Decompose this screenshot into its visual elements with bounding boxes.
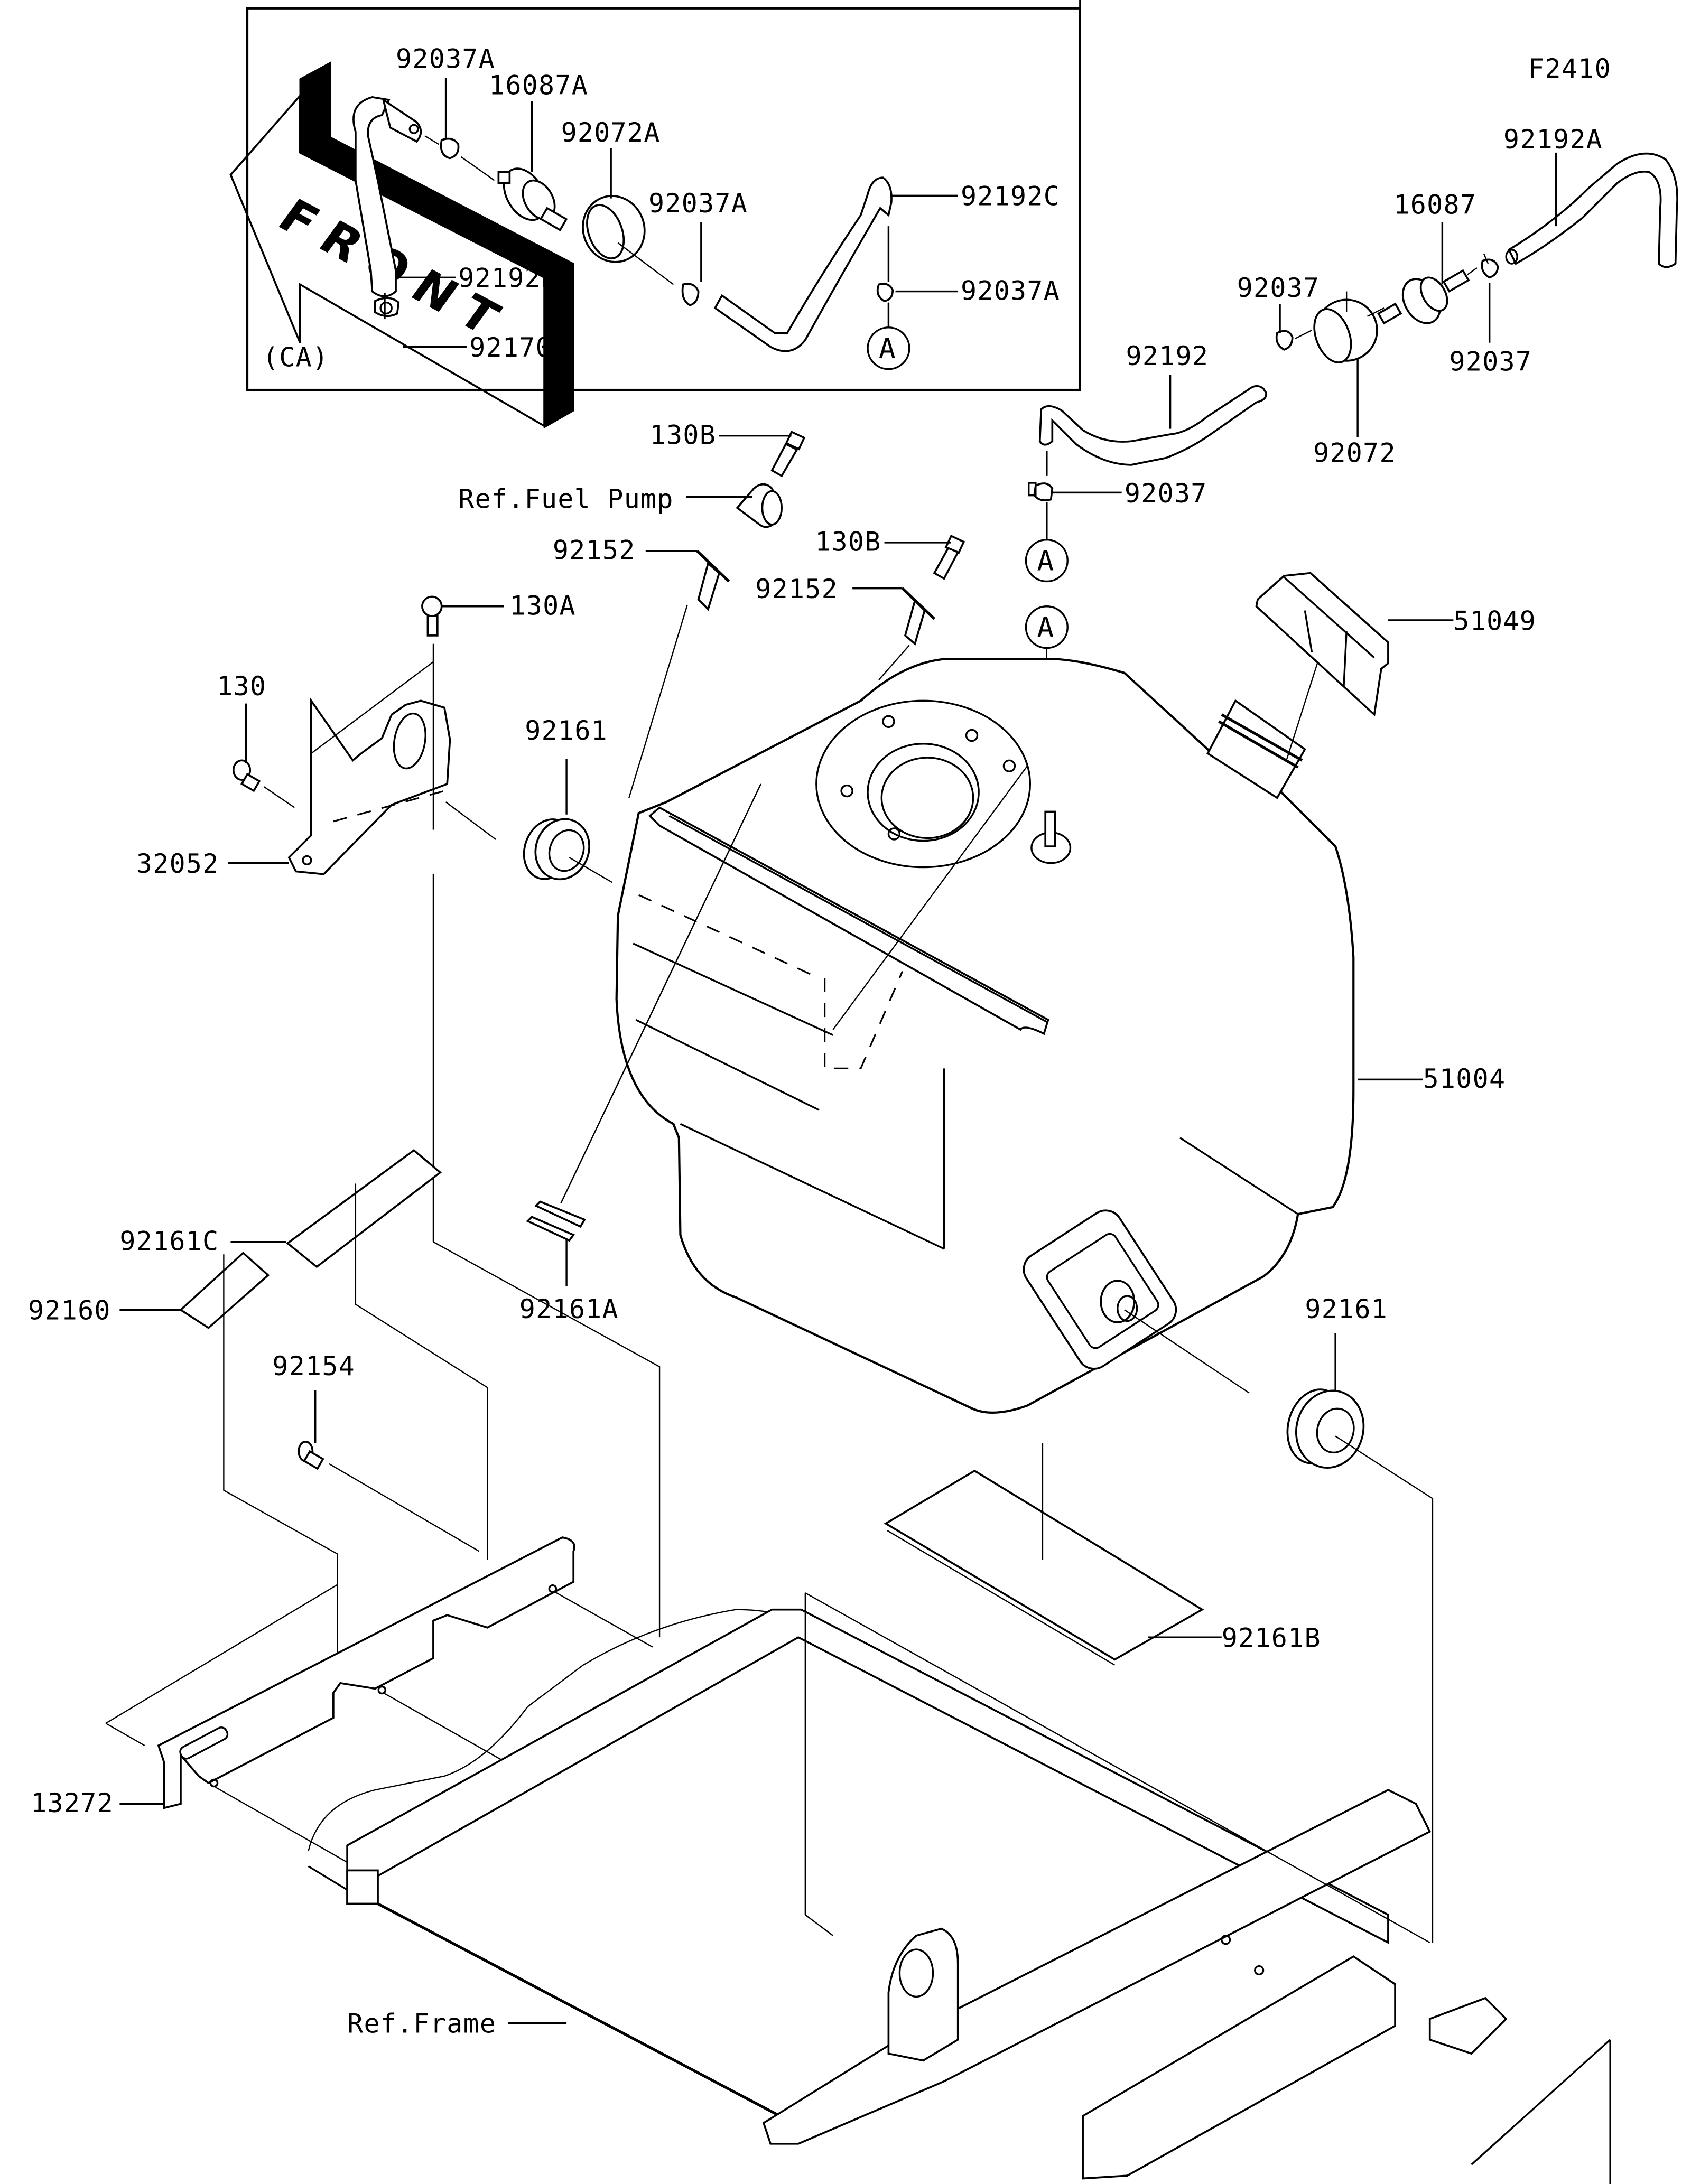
bolt-130A (421, 595, 443, 637)
bracket-32052 (287, 697, 451, 875)
callout-16087[interactable]: 16087 (1393, 189, 1476, 220)
callout-92037-lower[interactable]: 92037 (1125, 478, 1207, 509)
callout-130B-2[interactable]: 130B (815, 527, 881, 557)
figure-code: F2410 (1528, 53, 1611, 84)
bolt-130B-2 (933, 535, 965, 580)
callout-92154[interactable]: 92154 (272, 1351, 355, 1382)
callout-ref-frame[interactable]: Ref.Frame (347, 2009, 496, 2039)
callout-inset-92037A-2[interactable]: 92037A (648, 188, 748, 219)
callout-92037-right[interactable]: 92037 (1449, 346, 1532, 377)
callout-inset-92192B[interactable]: 92192B (458, 263, 558, 294)
callout-92037-top[interactable]: 92037 (1237, 273, 1320, 303)
callout-92161C[interactable]: 92161C (119, 1226, 219, 1256)
grommet-92161-left (523, 818, 590, 881)
callout-130B-1[interactable]: 130B (650, 419, 716, 450)
bolt-130 (232, 759, 261, 792)
callout-inset-92037A-3[interactable]: 92037A (961, 275, 1060, 306)
callout-13272[interactable]: 13272 (31, 1788, 114, 1818)
callout-92192A[interactable]: 92192A (1503, 124, 1603, 155)
pad-92161C (286, 1149, 442, 1268)
bolt-130B-1 (770, 431, 806, 478)
callout-92161-right[interactable]: 92161 (1305, 1294, 1388, 1324)
frame (308, 1592, 1611, 2184)
callout-130[interactable]: 130 (217, 671, 266, 702)
spacer-92161A (526, 1200, 586, 1242)
grommet-92152-2 (901, 587, 935, 646)
callout-ref-fuel-pump[interactable]: Ref.Fuel Pump (458, 483, 674, 514)
support-bracket-13272 (157, 1536, 575, 1809)
inset-region-code: (CA) (263, 342, 329, 372)
connector-marker-a-1-label: A (1037, 545, 1054, 577)
pad-92161B (884, 1469, 1204, 1666)
connector-marker-a-label: A (879, 333, 896, 365)
hose-92192 (1038, 385, 1267, 466)
hose-92192B (352, 96, 397, 297)
fuel-cap-51049 (1255, 572, 1389, 717)
callout-51004[interactable]: 51004 (1423, 1063, 1506, 1094)
inset-ca-box: (CA) (246, 7, 1081, 391)
callout-92161-left[interactable]: 92161 (525, 715, 608, 746)
connector-marker-a (867, 326, 910, 370)
callout-92161B[interactable]: 92161B (1222, 1623, 1321, 1654)
callout-92072[interactable]: 92072 (1313, 438, 1396, 469)
callout-130A[interactable]: 130A (509, 591, 575, 621)
connector-marker-a-2-label: A (1037, 612, 1054, 644)
hose-92192C (713, 176, 893, 352)
connector-marker-a-1 (1025, 538, 1069, 583)
fuel-tank-51004 (615, 658, 1355, 1414)
bolt-92154 (298, 1441, 324, 1470)
callout-92161A[interactable]: 92161A (519, 1294, 619, 1324)
callout-inset-16087A[interactable]: 16087A (489, 70, 588, 101)
callout-92192[interactable]: 92192 (1126, 341, 1209, 371)
callout-inset-92192C[interactable]: 92192C (961, 181, 1060, 212)
callout-32052[interactable]: 32052 (136, 848, 219, 879)
callout-inset-92072A[interactable]: 92072A (561, 117, 661, 148)
callout-92152-1[interactable]: 92152 (553, 535, 636, 565)
grommet-92161-right (1286, 1388, 1365, 1469)
callout-92152-2[interactable]: 92152 (755, 574, 838, 604)
fuel-pump-clamp (736, 483, 783, 528)
hose-92192A (1508, 152, 1678, 268)
callout-51049[interactable]: 51049 (1453, 605, 1536, 636)
callout-inset-92170[interactable]: 92170 (469, 332, 552, 363)
callout-92160[interactable]: 92160 (28, 1295, 111, 1326)
callout-inset-92037A-1[interactable]: 92037A (396, 44, 495, 74)
grommet-92152-1 (696, 549, 730, 611)
pad-92160 (179, 1252, 270, 1329)
